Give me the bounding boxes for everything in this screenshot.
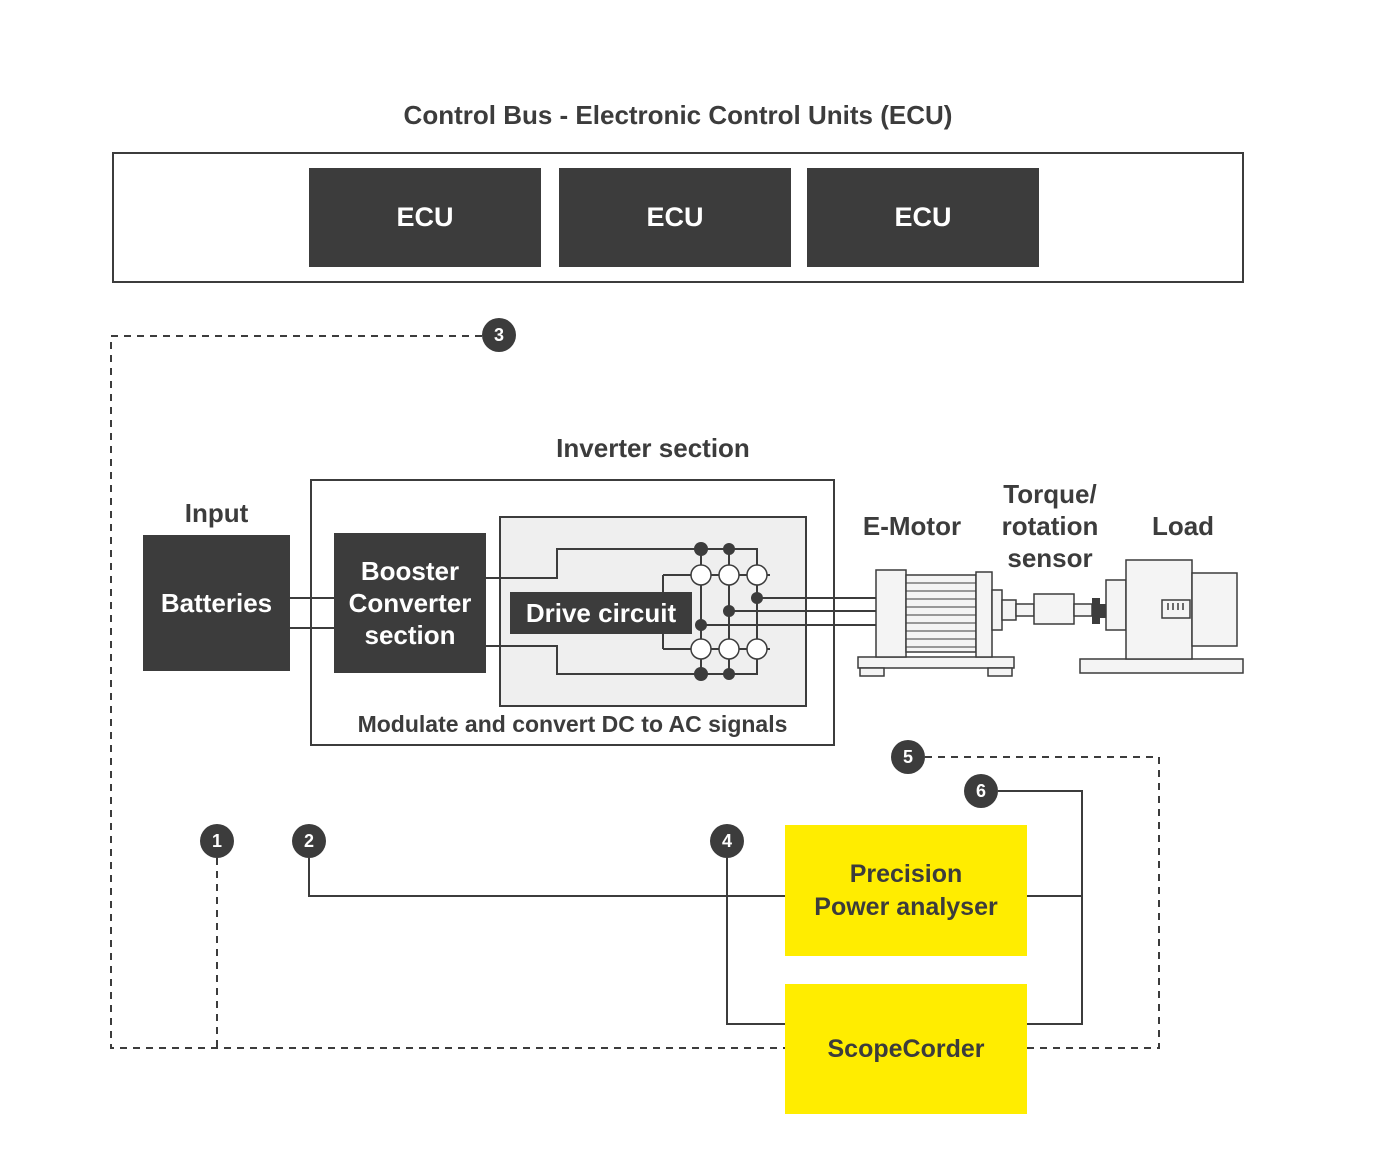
- marker-6: 6: [964, 774, 998, 808]
- control-bus-frame: [112, 152, 1244, 283]
- line-4: [726, 858, 785, 1025]
- marker-1: 1: [200, 824, 234, 858]
- switch-symbols: [690, 564, 768, 660]
- inverter-title: Inverter section: [556, 433, 750, 463]
- marker-4: 4: [710, 824, 744, 858]
- input-label: Input: [184, 498, 249, 528]
- e-motor-fins: [906, 582, 976, 648]
- load-drawing: [1079, 559, 1244, 674]
- e-motor-drawing: [857, 569, 1093, 677]
- booster-converter-box: Booster Converter section: [334, 533, 486, 673]
- ecu-box-3: ECU: [807, 168, 1039, 267]
- bridge-nodes: [694, 542, 763, 681]
- ecu-box-1: ECU: [309, 168, 541, 267]
- power-analyser-line-2: Power analyser: [814, 892, 998, 921]
- sensor-line-2: rotation: [1001, 511, 1099, 541]
- precision-power-analyser-box: Precision Power analyser: [785, 825, 1027, 956]
- line-6: [998, 790, 1083, 1025]
- marker-5: 5: [891, 740, 925, 774]
- booster-line-3: section: [364, 620, 456, 650]
- load-display-bars: [1167, 603, 1184, 610]
- marker-3: 3: [482, 318, 516, 352]
- e-motor-label: E-Motor: [862, 511, 962, 541]
- marker-2: 2: [292, 824, 326, 858]
- drive-circuit-box: Drive circuit: [510, 592, 692, 634]
- load-label: Load: [1151, 511, 1215, 541]
- booster-line-2: Converter: [348, 588, 472, 618]
- ecu-box-2: ECU: [559, 168, 791, 267]
- sensor-line-1: Torque/: [1003, 479, 1097, 509]
- scopecorder-box: ScopeCorder: [785, 984, 1027, 1114]
- dashed-line-3: [110, 335, 785, 1049]
- solid-connections: [308, 790, 1083, 1025]
- booster-line-1: Booster: [360, 556, 460, 586]
- inverter-caption: Modulate and convert DC to AC signals: [357, 711, 788, 737]
- line-2: [308, 858, 785, 897]
- inverter-frame: [310, 479, 835, 746]
- dc-link-lines: [290, 548, 876, 675]
- dashed-connections: [110, 335, 1160, 1049]
- batteries-box: Batteries: [143, 535, 290, 671]
- dashed-line-5: [925, 756, 1160, 1049]
- sensor-line-3: sensor: [1007, 543, 1093, 573]
- coupling-drawing: [1092, 598, 1106, 624]
- torque-sensor-label: Torque/ rotation sensor: [980, 478, 1120, 574]
- power-analyser-line-1: Precision: [849, 859, 963, 888]
- control-bus-title: Control Bus - Electronic Control Units (…: [403, 100, 953, 130]
